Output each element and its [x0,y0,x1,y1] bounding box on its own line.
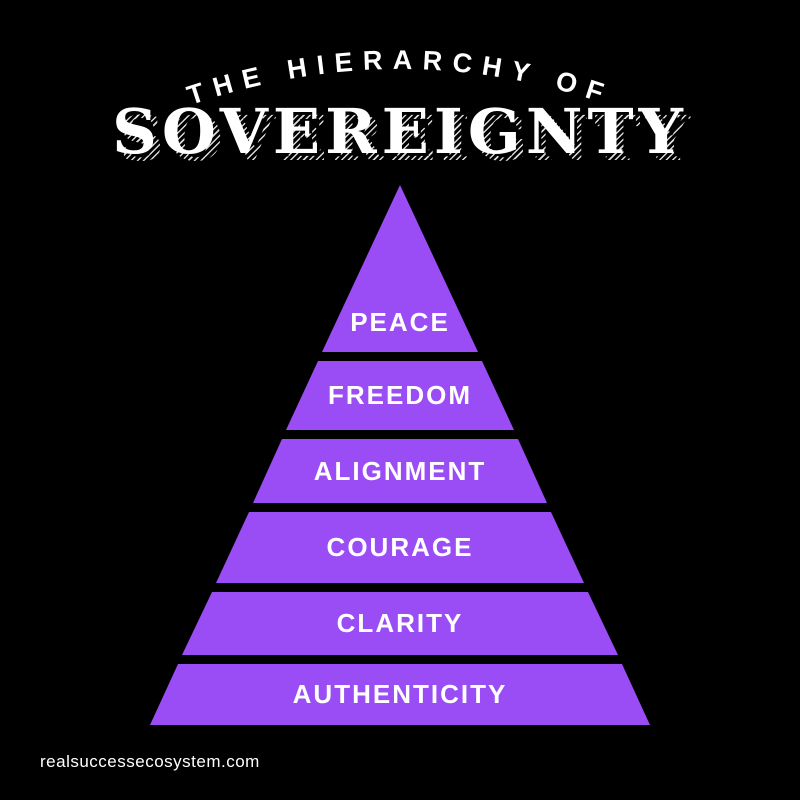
pyramid-level-label: PEACE [350,307,450,337]
pyramid-level-peace: PEACE [140,185,660,352]
hierarchy-pyramid: PEACE FREEDOM ALIGNMENT COURAGE CLARITY … [140,185,660,725]
pyramid-level-label: COURAGE [326,532,474,562]
pyramid-level-label: ALIGNMENT [313,455,487,486]
pyramid-level-label: CLARITY [336,608,464,638]
title-line2: SOVEREIGNTY [112,95,688,168]
pyramid-level-label: FREEDOM [328,380,472,410]
arched-title: THE HIERARCHY OF [183,45,606,111]
title-line2-wrap: SOVEREIGNTY SOVEREIGNTY [112,101,690,170]
pyramid-level-alignment: ALIGNMENT [140,439,660,503]
header: THE HIERARCHY OF SOVEREIGNTY SOVEREIGNTY [0,0,800,170]
pyramid-level-label: AUTHENTICITY [292,679,508,709]
pyramid-level-clarity: CLARITY [140,592,660,655]
footer-url: realsuccessecosystem.com [40,752,260,771]
pyramid-level-freedom: FREEDOM [140,361,660,430]
pyramid-level-authenticity: AUTHENTICITY [140,664,660,725]
title-line2-hatch-shadow: SOVEREIGNTY [119,102,695,175]
pyramid-level-courage: COURAGE [140,512,660,583]
